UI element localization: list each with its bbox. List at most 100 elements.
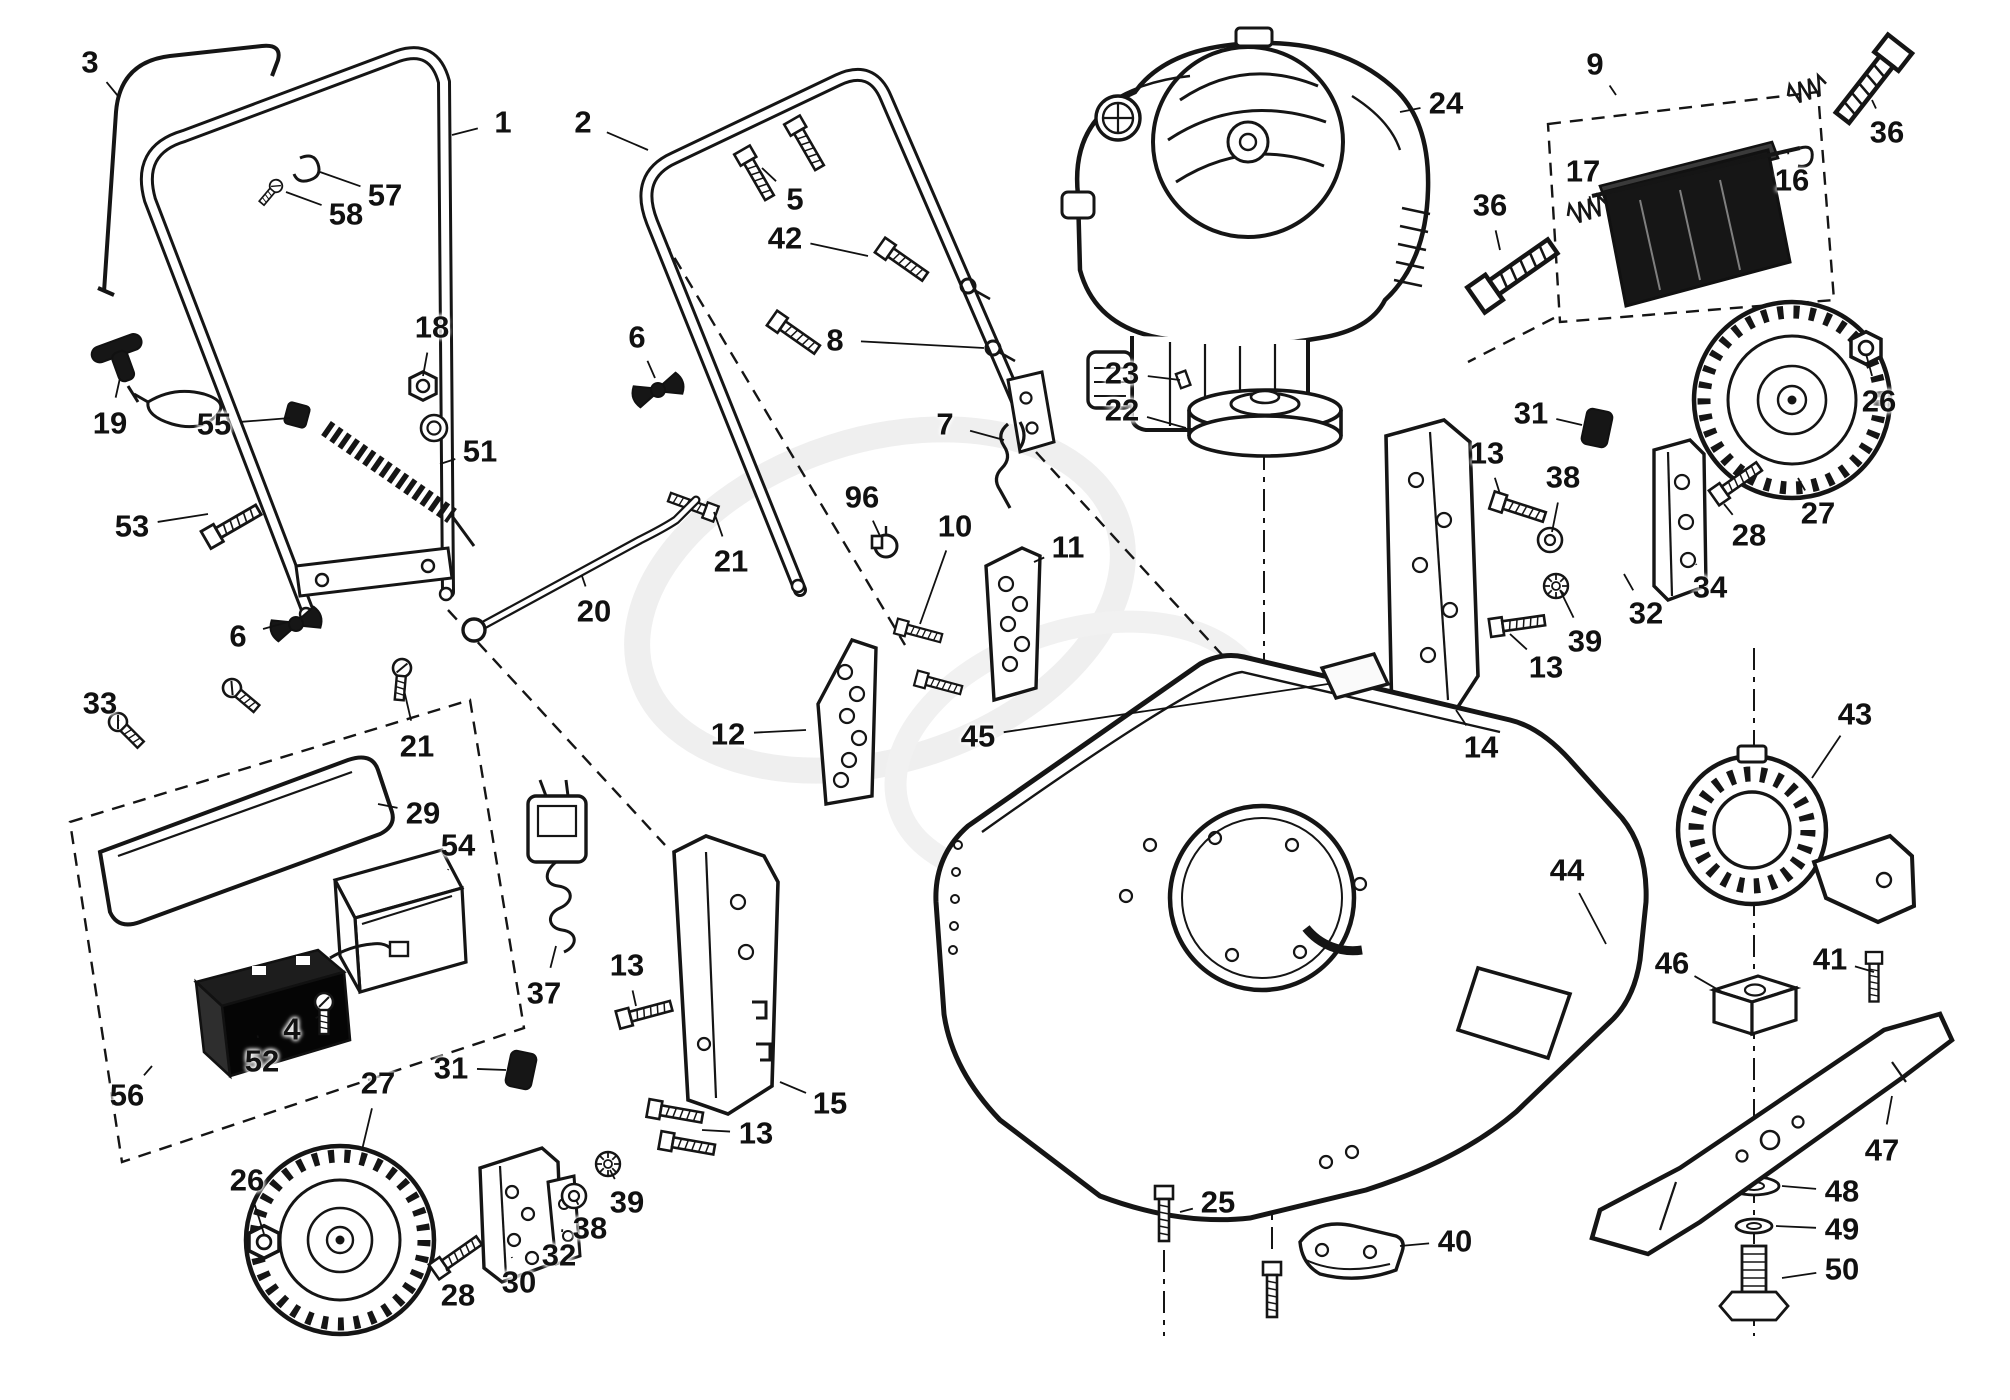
leader-line-45 [1003, 683, 1329, 734]
deck-hardware [1153, 1184, 1405, 1319]
leader-line-21 [403, 689, 412, 721]
leader-line-43 [1811, 735, 1842, 779]
leader-line-96 [872, 520, 881, 537]
lower-handle-right [639, 67, 1056, 597]
leader-line-4 [315, 1015, 321, 1019]
leader-line-1 [451, 127, 479, 136]
leader-line-38 [1551, 502, 1559, 533]
cable-ties-8 [959, 277, 1016, 363]
leader-line-18 [422, 352, 429, 377]
handle-wire-rod [97, 43, 281, 297]
leader-line-13 [631, 990, 637, 1007]
leader-line-24 [1399, 107, 1421, 113]
muffler [1086, 350, 1134, 410]
leader-line-8 [860, 340, 985, 349]
leader-line-10 [919, 550, 948, 625]
wire-loop-55 [133, 389, 311, 429]
leader-line-23 [1147, 375, 1181, 381]
spacer-31b [504, 1049, 538, 1091]
woodruff-key-23 [1174, 369, 1192, 390]
leader-line-25 [1179, 1207, 1194, 1213]
leader-line-38 [575, 1199, 580, 1206]
wheel-bracket-left [427, 1049, 622, 1284]
leader-line-58 [285, 191, 322, 206]
leader-line-31 [476, 1068, 507, 1071]
kit-box-56 [68, 698, 526, 1164]
leader-line-55 [239, 417, 291, 423]
battery-52 [193, 940, 410, 1080]
leader-line-44 [1578, 892, 1607, 945]
handle-fasteners [199, 114, 932, 702]
front-wheel-left [243, 1143, 437, 1337]
mulch-cover-43 [1675, 744, 1917, 925]
leader-line-3 [105, 81, 119, 97]
leader-line-48 [1781, 1185, 1817, 1190]
rear-wheel-right [1691, 299, 1893, 501]
blade-bolt-50 [1718, 1244, 1790, 1322]
handle-bracket-12 [816, 637, 878, 806]
leader-line-46 [1694, 975, 1723, 993]
leader-line-42 [810, 242, 869, 257]
leader-line-31 [1556, 418, 1583, 426]
leader-line-20 [581, 575, 587, 587]
leader-line-22 [1146, 416, 1187, 429]
leader-line-9 [1608, 85, 1617, 96]
handle-bracket-11 [892, 546, 1042, 703]
leader-line-32 [1623, 573, 1635, 591]
leader-line-29 [377, 803, 398, 809]
leader-line-6 [646, 360, 656, 379]
leader-line-49 [1775, 1225, 1817, 1229]
leader-line-36 [1494, 230, 1501, 251]
leader-line-39 [1559, 589, 1575, 619]
leader-line-28 [445, 1267, 449, 1272]
leader-line-36 [1871, 99, 1877, 109]
leader-line-56 [143, 1065, 153, 1076]
leader-line-53 [157, 513, 209, 523]
leader-line-7 [969, 429, 1005, 441]
leader-line-39 [609, 1169, 616, 1180]
leader-line-27 [361, 1108, 373, 1151]
engine-pulley [1174, 369, 1343, 458]
leader-line-37 [549, 945, 557, 969]
bracket-40 [1298, 1222, 1405, 1280]
leader-line-13 [1494, 477, 1501, 495]
leader-line-15 [779, 1081, 807, 1094]
leader-line-41 [1854, 965, 1875, 973]
primer-bulb [1060, 190, 1096, 220]
chute-assembly [1467, 35, 1912, 324]
leader-line-28 [1723, 503, 1734, 516]
wheel-bracket-right [1487, 330, 1883, 639]
upper-handle-left [139, 46, 455, 622]
leader-line-27 [1797, 477, 1806, 491]
clamp-96 [870, 526, 899, 559]
leader-line-17 [1588, 195, 1593, 207]
blade-47 [1589, 1011, 1955, 1257]
charger-37 [526, 779, 588, 954]
leader-line-26 [1865, 353, 1873, 377]
tray-box-54 [332, 848, 468, 995]
hairpin-clip-7 [994, 421, 1026, 509]
leader-line-13 [1509, 633, 1528, 651]
leader-line-47 [1885, 1095, 1893, 1125]
leader-line-33 [117, 719, 120, 722]
leader-line-50 [1781, 1271, 1817, 1279]
leader-line-26 [253, 1204, 265, 1235]
spacer-31a [1580, 407, 1614, 449]
leader-line-14 [1455, 709, 1468, 726]
leader-line-11 [1033, 556, 1045, 563]
leader-line-12 [753, 729, 807, 734]
leader-line-21 [713, 511, 724, 537]
deflector-panel [1602, 148, 1792, 308]
leader-line-40 [1399, 1242, 1430, 1247]
cable-spring-51 [321, 421, 476, 547]
leader-line-6 [262, 621, 289, 630]
cover-panel-29 [97, 674, 395, 927]
deck-bracket-15 [614, 834, 780, 1160]
leader-line-2 [606, 131, 649, 151]
engine [1060, 26, 1431, 432]
leader-line-19 [114, 377, 121, 398]
mower-deck [933, 651, 1649, 1223]
